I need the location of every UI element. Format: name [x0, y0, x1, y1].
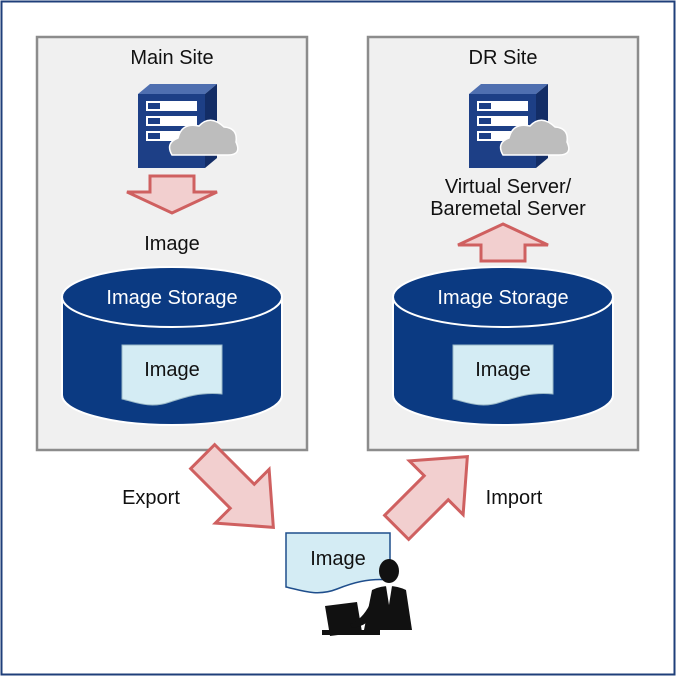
export-label: Export [122, 487, 180, 509]
cloud-icon [168, 119, 239, 156]
dr-site-panel: DR Site Virtual Server/ Baremetal Server… [366, 35, 640, 452]
dr-site-storage: Image Storage Image [392, 266, 614, 426]
dr-site-storage-label: Image Storage [437, 287, 568, 309]
main-site-panel: Main Site Image Image Storage Image [35, 35, 309, 452]
main-site-doc-label: Image [144, 359, 200, 381]
cloud-icon [499, 119, 570, 156]
dr-server-label-line2: Baremetal Server [430, 198, 586, 220]
dr-site-title: DR Site [469, 47, 538, 69]
dr-site-up-arrow [457, 222, 549, 263]
export-arrow [188, 442, 275, 529]
dr-site-doc [452, 344, 554, 406]
main-site-down-arrow [126, 174, 218, 215]
import-arrow [382, 455, 469, 542]
main-site-title: Main Site [130, 47, 213, 69]
main-site-image-label: Image [144, 233, 200, 255]
main-site-storage-label: Image Storage [106, 287, 237, 309]
import-label: Import [486, 487, 543, 509]
dr-site-doc-label: Image [475, 359, 531, 381]
main-site-storage: Image Storage Image [61, 266, 283, 426]
user-doc-label: Image [310, 548, 366, 570]
user-with-laptop-icon [322, 559, 412, 636]
main-site-doc [121, 344, 223, 406]
dr-server-label-line1: Virtual Server/ [445, 176, 572, 198]
